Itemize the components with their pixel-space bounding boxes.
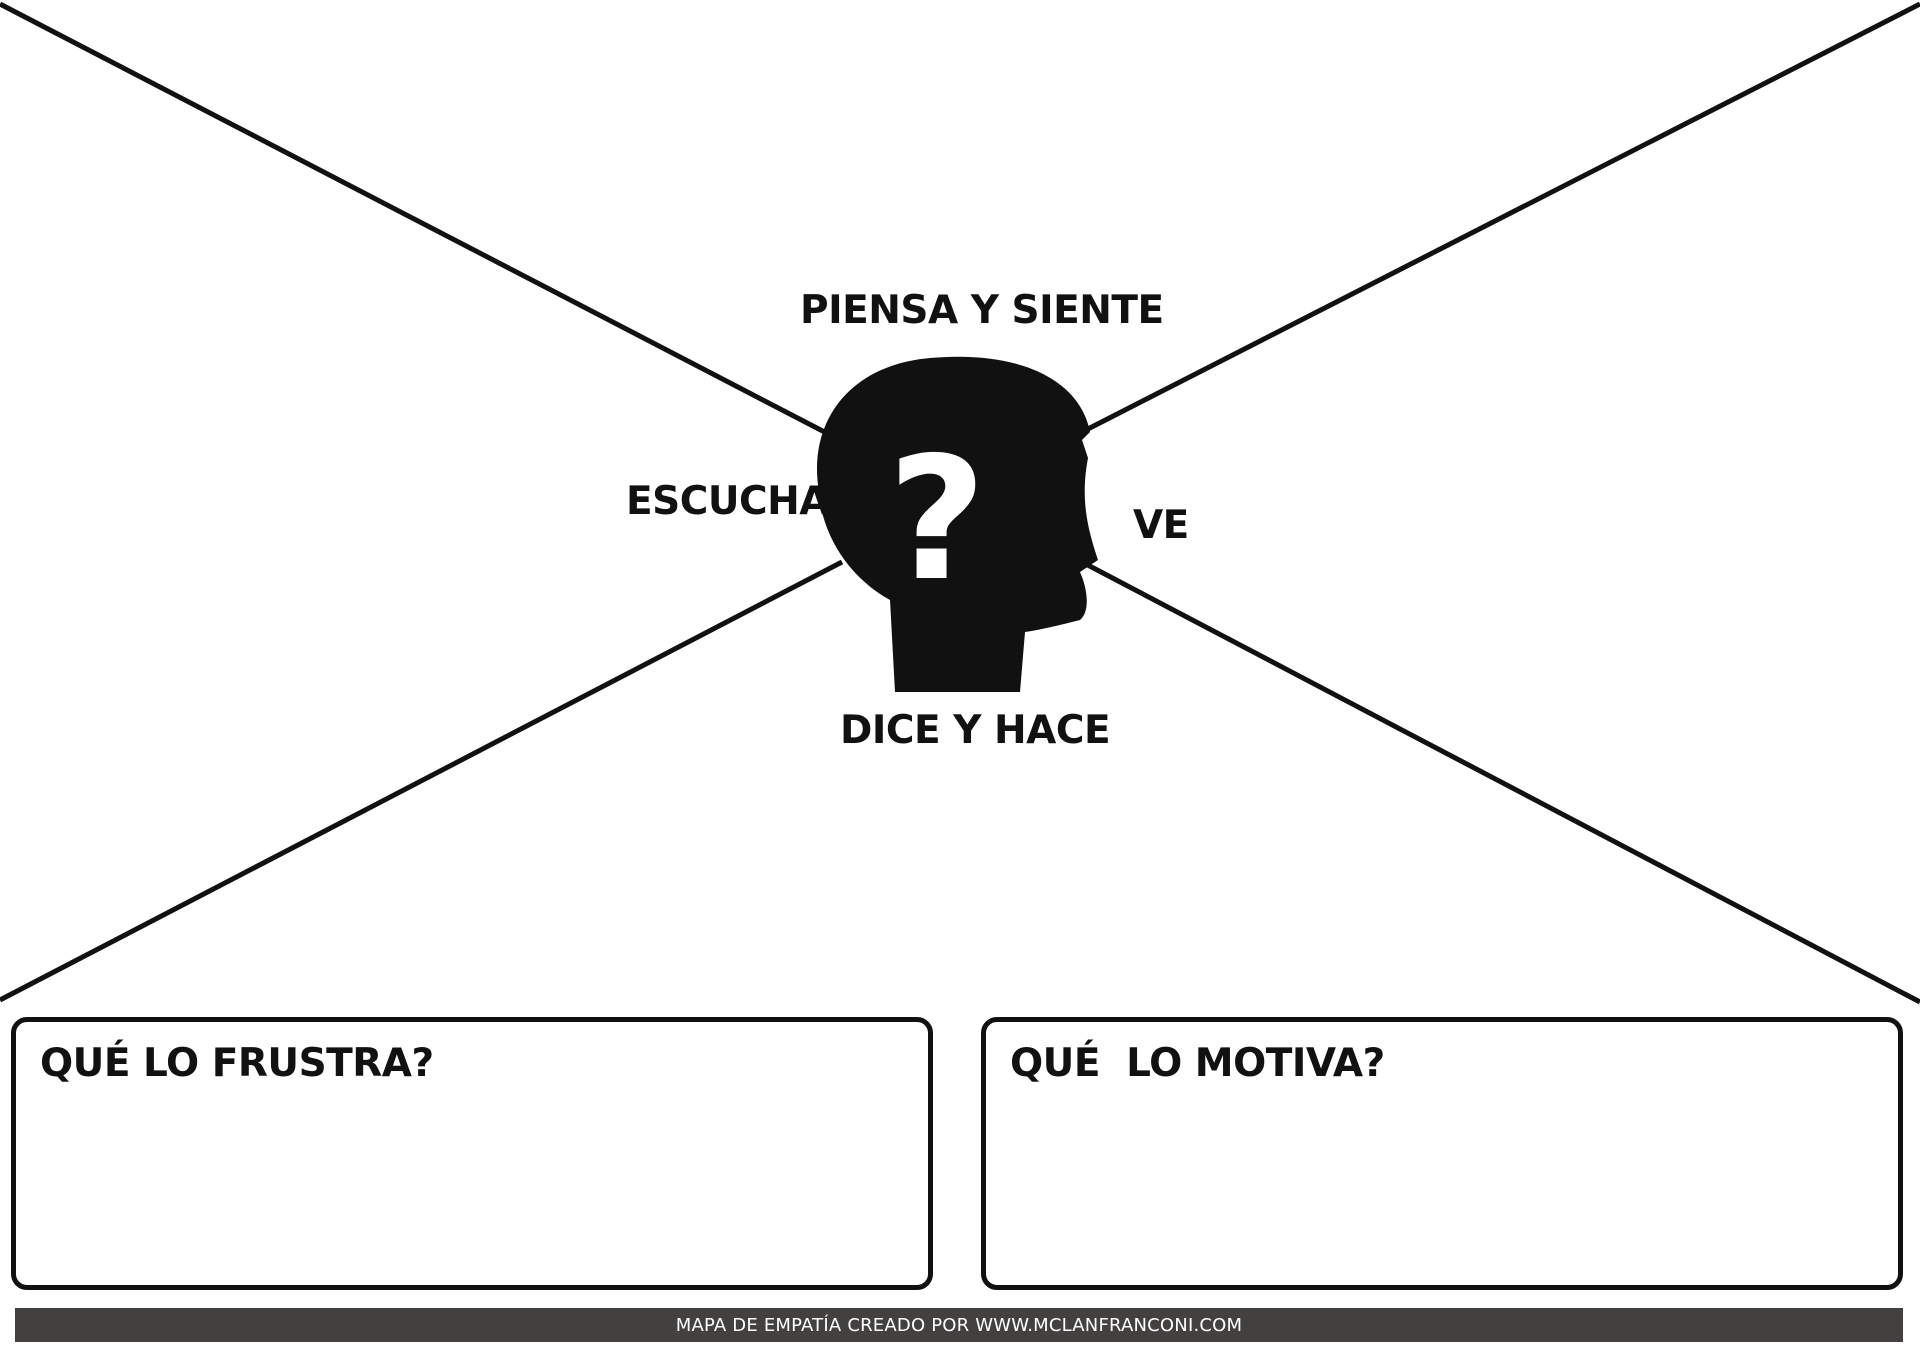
quadrant-label-ve: VE <box>1133 503 1189 548</box>
quadrant-label-escucha: ESCUCHA <box>626 479 829 524</box>
divider-line-bottom-right <box>1080 559 1920 1005</box>
quadrant-label-dice-y-hace: DICE Y HACE <box>840 708 1111 753</box>
divider-line-top-right <box>1080 1 1920 435</box>
divider-line-bottom-left <box>0 559 844 1003</box>
head-question-mark-icon: ? <box>816 356 1098 692</box>
frustra-box-title: QUÉ LO FRUSTRA? <box>40 1041 434 1086</box>
frustra-box: QUÉ LO FRUSTRA? <box>11 1017 933 1290</box>
footer-credit-text: MAPA DE EMPATÍA CREADO POR WWW.MCLANFRAN… <box>675 1314 1243 1336</box>
divider-line-top-left <box>0 1 842 443</box>
footer-bar: MAPA DE EMPATÍA CREADO POR WWW.MCLANFRAN… <box>15 1308 1903 1342</box>
head-silhouette <box>816 356 1098 692</box>
motiva-box: QUÉ LO MOTIVA? <box>981 1017 1903 1290</box>
motiva-box-title: QUÉ LO MOTIVA? <box>1010 1041 1385 1086</box>
quadrant-label-piensa-y-siente: PIENSA Y SIENTE <box>800 288 1164 333</box>
question-mark-glyph: ? <box>888 421 987 619</box>
